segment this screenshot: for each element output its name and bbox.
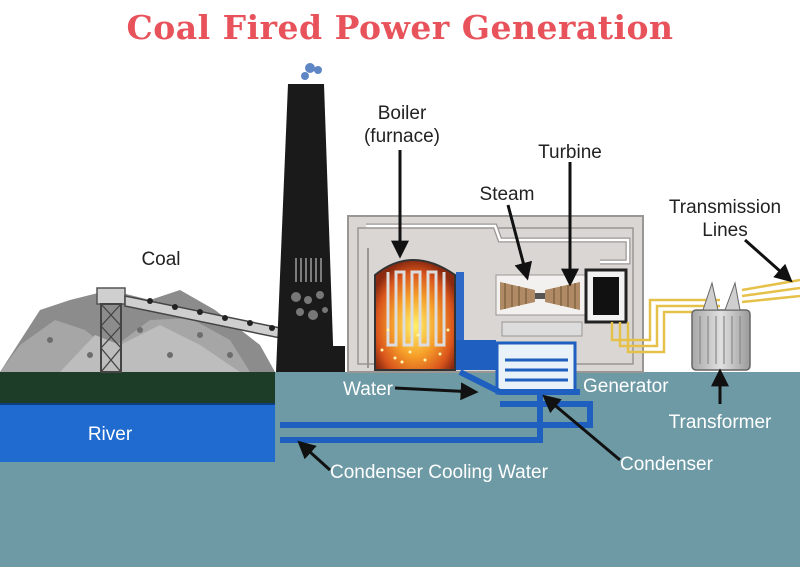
label-condenser-cooling-water: Condenser Cooling Water <box>330 462 549 483</box>
label-steam: Steam <box>480 184 535 205</box>
river <box>0 404 275 462</box>
diagram-title: Coal Fired Power Generation <box>126 8 674 47</box>
label-transmission: Transmission <box>669 197 781 218</box>
label-generator: Generator <box>583 376 669 397</box>
generator-wires <box>610 298 720 354</box>
label-water: Water <box>343 379 394 400</box>
chimney <box>276 63 345 372</box>
label-arrows <box>297 150 793 472</box>
boiler-furnace <box>374 259 496 371</box>
transformer <box>691 281 751 371</box>
label-condenser: Condenser <box>620 454 714 475</box>
label-boiler: Boiler <box>378 103 427 124</box>
label-lines: Lines <box>702 220 747 241</box>
condenser-system <box>280 341 593 443</box>
label-turbine: Turbine <box>538 142 602 163</box>
label-transformer: Transformer <box>669 412 772 433</box>
label-river: River <box>88 424 133 445</box>
transmission-lines <box>741 278 800 304</box>
coal-conveyor <box>96 287 291 373</box>
coal-pile <box>0 290 275 372</box>
label-furnace: (furnace) <box>364 126 440 147</box>
grass-bank <box>0 372 275 404</box>
label-coal: Coal <box>141 249 180 270</box>
